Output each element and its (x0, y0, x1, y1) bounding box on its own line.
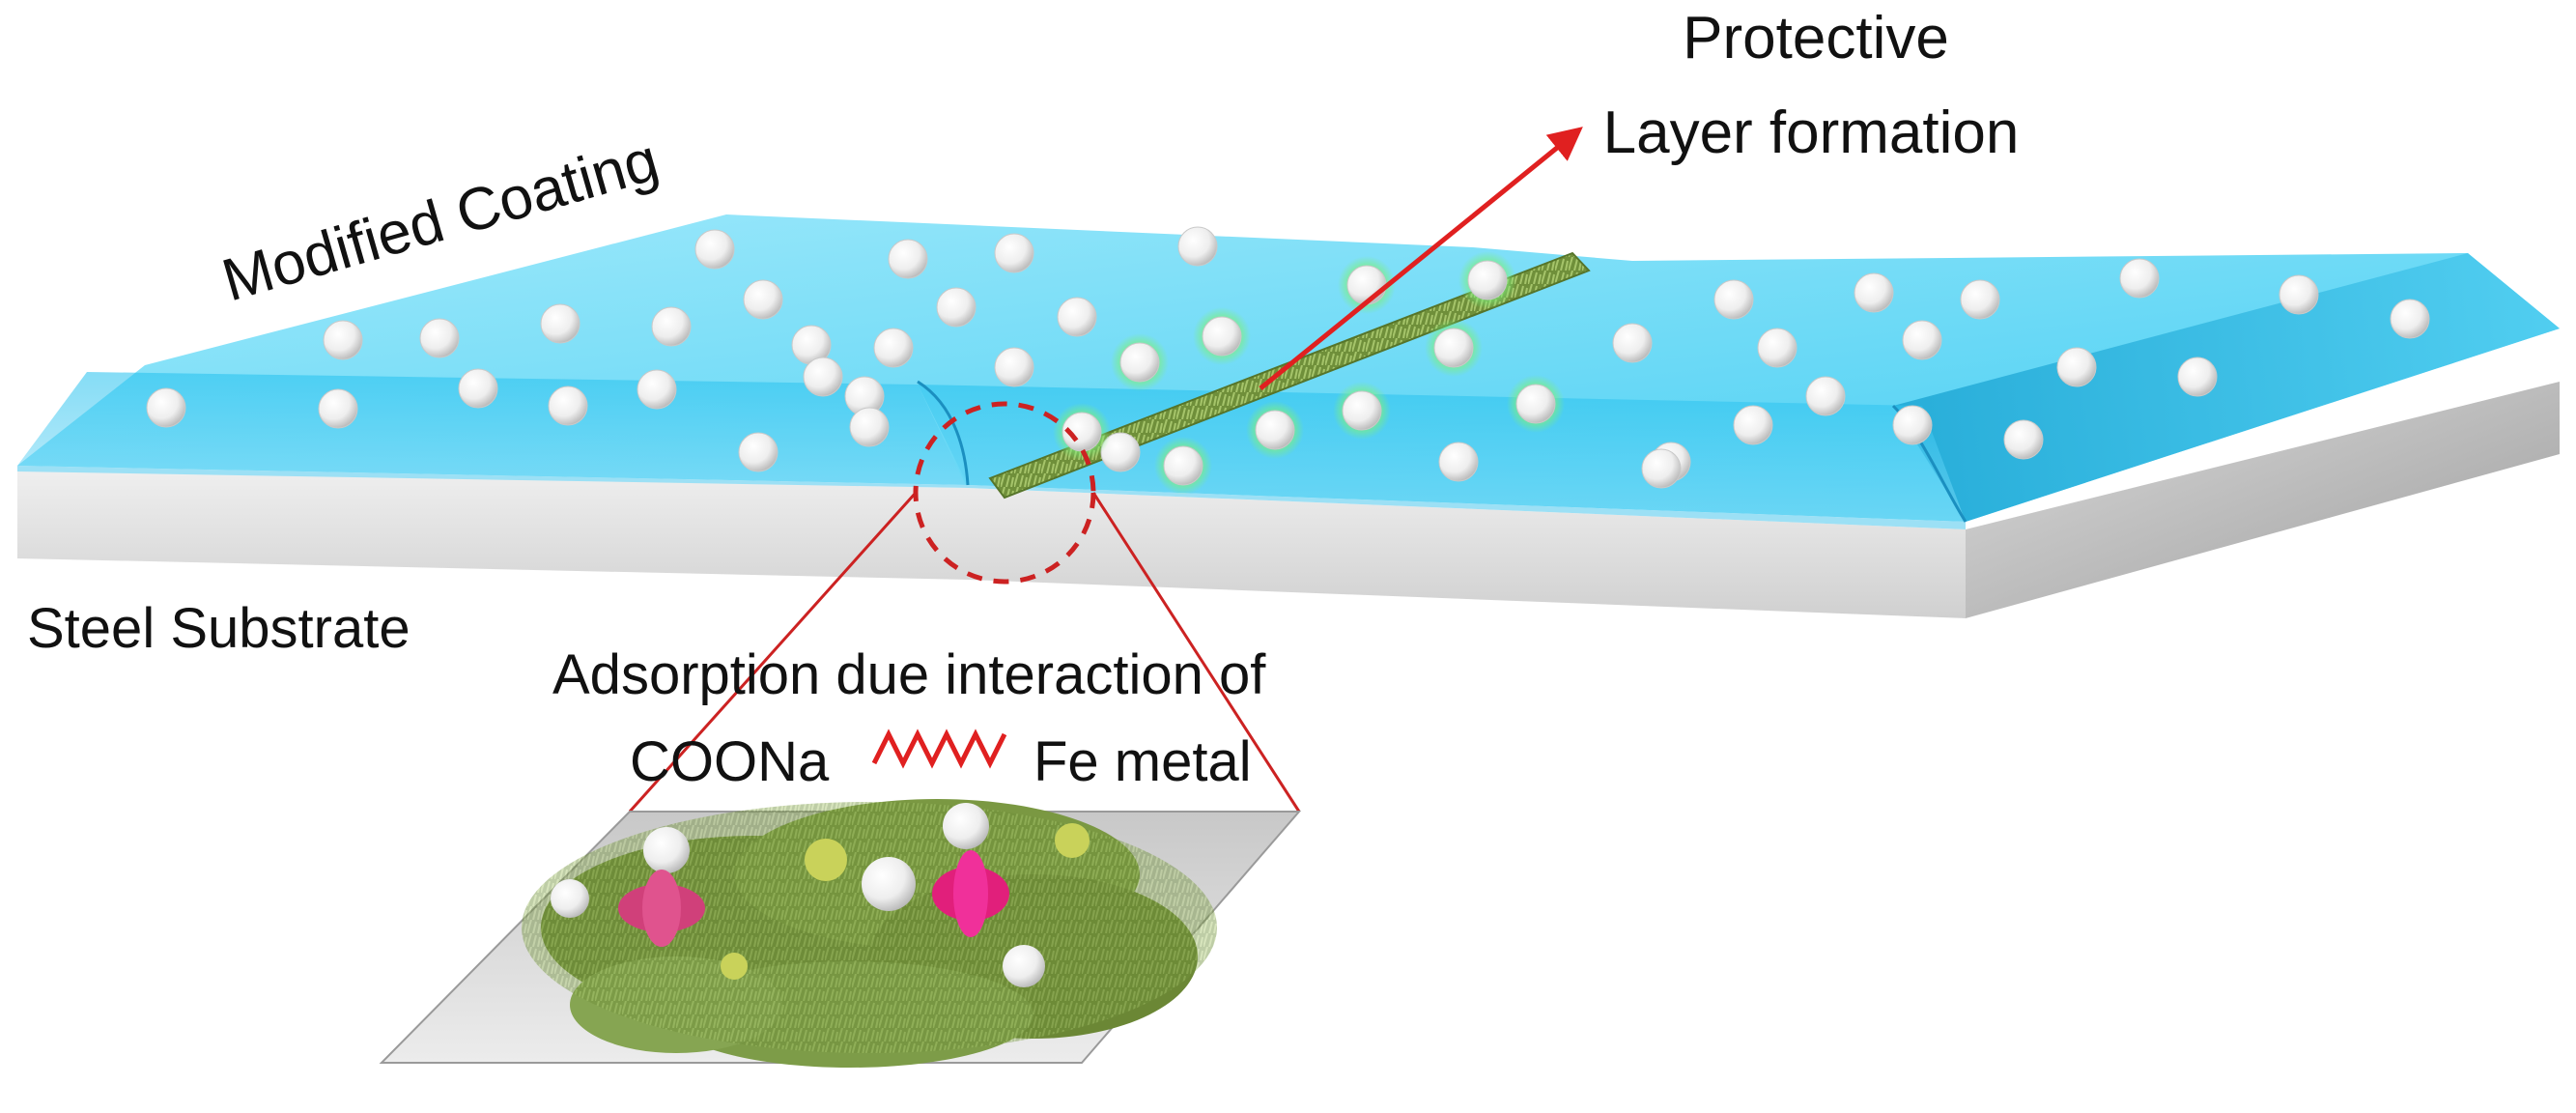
zigzag-bond-icon (871, 728, 1007, 769)
substrate-front (17, 469, 1966, 618)
white-sphere-icon (1202, 316, 1242, 357)
white-sphere-icon (1438, 442, 1479, 482)
white-sphere-icon (458, 368, 498, 409)
white-sphere-icon (1757, 328, 1798, 368)
white-sphere-icon (1057, 297, 1097, 337)
coating-ridge (917, 380, 970, 486)
white-sphere-icon (694, 229, 735, 270)
protective-layer-strip (988, 251, 1591, 499)
red-arrow-icon (1259, 127, 1583, 390)
white-sphere-icon (1342, 390, 1382, 431)
white-sphere-icon (146, 387, 186, 428)
particle-group (146, 226, 2430, 495)
white-sphere-icon (1062, 412, 1102, 452)
white-sphere-icon (994, 233, 1034, 273)
coating-front-band (17, 372, 966, 485)
steel-substrate-label: Steel Substrate (27, 597, 410, 660)
white-sphere-icon (2056, 347, 2097, 387)
white-sphere-icon (2177, 357, 2218, 397)
white-sphere-icon (2279, 274, 2319, 315)
white-sphere-icon (540, 303, 580, 344)
white-sphere-icon (2119, 258, 2160, 299)
white-sphere-icon (318, 388, 358, 429)
white-sphere-icon (637, 369, 677, 410)
adsorption-label-fe: Fe metal (1033, 730, 1252, 793)
white-sphere-icon (643, 827, 690, 873)
white-sphere-icon (1119, 342, 1160, 383)
inset-cluster (522, 799, 1217, 1068)
white-sphere-icon (548, 385, 588, 426)
white-sphere-icon (1433, 328, 1474, 368)
white-sphere-icon (936, 287, 977, 328)
white-sphere-icon (1163, 445, 1203, 486)
white-sphere-icon (943, 803, 989, 849)
white-sphere-icon (2003, 419, 2044, 460)
zoom-callout (628, 401, 1301, 813)
white-sphere-icon (551, 879, 589, 918)
inset-detail (379, 799, 1302, 1068)
adsorption-label-coona: COONa (630, 730, 830, 793)
pink-molecule-icon (618, 870, 705, 947)
white-sphere-icon (1177, 226, 1218, 267)
white-sphere-icon (1805, 376, 1846, 416)
white-sphere-icon (1515, 384, 1556, 424)
white-sphere-icon (651, 306, 692, 347)
white-sphere-icon (994, 347, 1034, 387)
pink-molecule-icon (932, 850, 1009, 937)
white-sphere-icon (1641, 448, 1682, 489)
zoom-line-right (1091, 492, 1301, 813)
white-sphere-icon (888, 239, 928, 279)
white-sphere-icon (1733, 405, 1773, 445)
white-sphere-icon (419, 318, 460, 358)
white-sphere-icon (1467, 260, 1508, 300)
steel-substrate (17, 382, 2560, 618)
substrate-shadow (1966, 382, 2560, 618)
adsorption-label-line1: Adsorption due interaction of (552, 643, 1266, 706)
white-sphere-icon (323, 320, 363, 360)
white-sphere-icon (738, 432, 778, 472)
white-sphere-icon (1713, 279, 1754, 320)
white-sphere-icon (873, 328, 914, 368)
white-sphere-icon (2390, 299, 2430, 339)
white-sphere-icon (1854, 272, 1894, 313)
protective-label-line2: Layer formation (1603, 100, 2020, 166)
zoom-line-left (628, 491, 918, 813)
white-sphere-icon (803, 357, 843, 397)
white-sphere-icon (1892, 405, 1933, 445)
white-sphere-icon (1346, 265, 1387, 305)
white-sphere-icon (1003, 945, 1045, 987)
white-sphere-icon (1612, 323, 1653, 363)
white-sphere-icon (1255, 410, 1295, 450)
coating-front (17, 466, 1966, 529)
white-sphere-icon (849, 407, 890, 447)
protective-label-line1: Protective (1683, 5, 1949, 71)
white-sphere-icon (862, 857, 916, 911)
white-sphere-icon (743, 279, 783, 320)
white-sphere-icon (1960, 279, 2000, 320)
white-sphere-icon (1902, 320, 1942, 360)
